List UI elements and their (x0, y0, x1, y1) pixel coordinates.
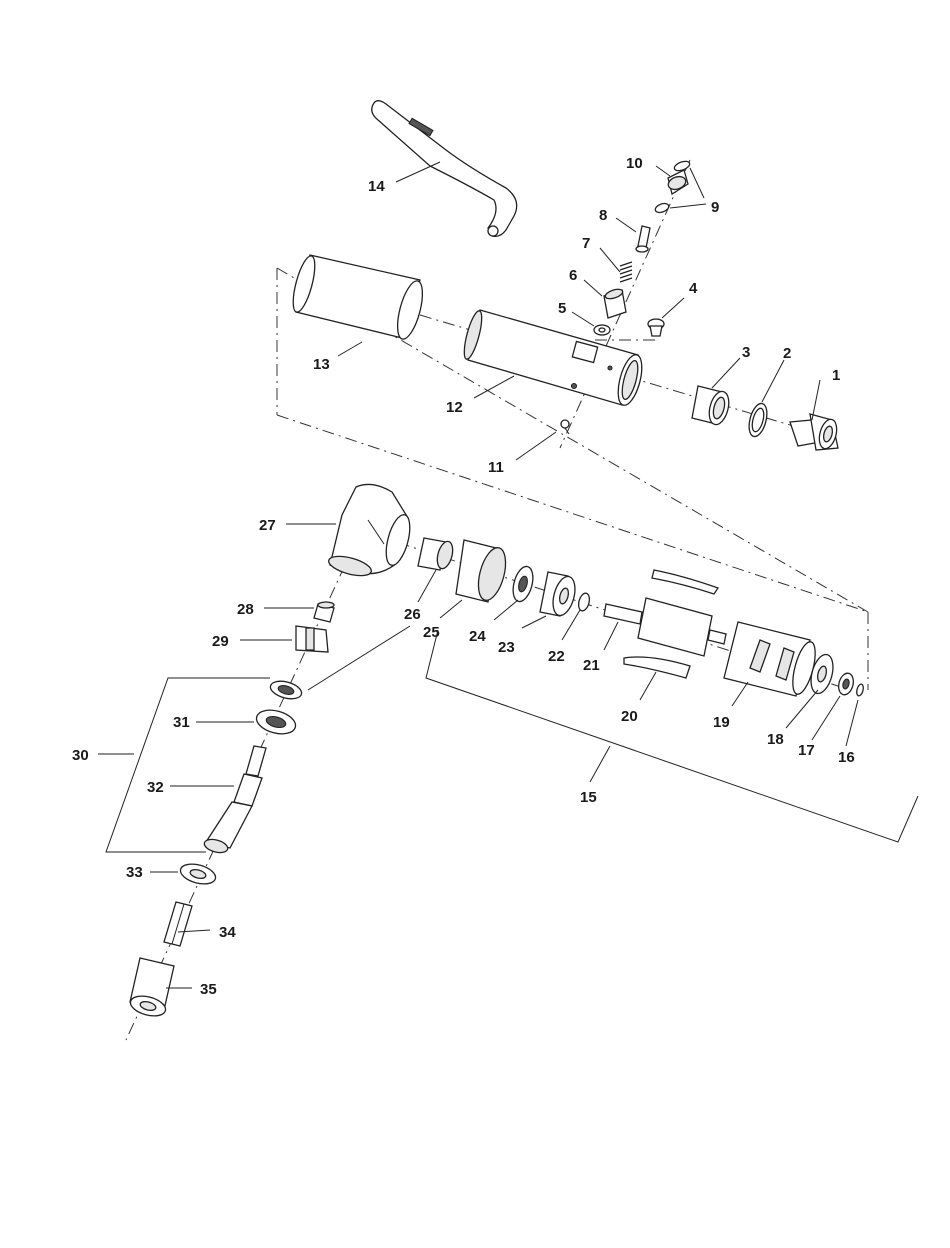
callout-5: 5 (558, 300, 566, 317)
bracket-30 (106, 678, 270, 852)
callout-32: 32 (147, 779, 164, 796)
callout-13: 13 (313, 356, 330, 373)
callout-12: 12 (446, 399, 463, 416)
valve-body-part-6 (604, 287, 626, 318)
spindle-part-32 (203, 746, 266, 855)
gear-part-29 (296, 626, 328, 652)
callout-22: 22 (548, 648, 565, 665)
nut-part-26 (418, 538, 455, 570)
callout-11: 11 (488, 459, 504, 476)
callout-16: 16 (838, 749, 855, 766)
rotor-part-21 (604, 598, 726, 656)
callout-31: 31 (173, 714, 190, 731)
callout-21: 21 (583, 657, 600, 674)
sleeve-part-13 (289, 254, 428, 342)
gasket-part-2 (746, 402, 770, 439)
cylinder-part-19 (724, 622, 820, 696)
bearing-part-31 (254, 706, 298, 738)
angle-head-part-27 (327, 484, 415, 579)
bearing-part-17 (836, 672, 855, 697)
valve-part-10 (666, 170, 688, 194)
lever-part-14 (372, 101, 517, 237)
callout-25: 25 (423, 624, 440, 641)
ring-part-22 (577, 592, 591, 612)
callout-34: 34 (219, 924, 236, 941)
vane-part-20b (652, 570, 718, 594)
spring-part-7 (620, 262, 632, 282)
callout-23: 23 (498, 639, 515, 656)
collet-nut-part-35 (128, 958, 174, 1019)
callout-15: 15 (580, 789, 597, 806)
assembly-axes (126, 160, 868, 1040)
callout-24: 24 (469, 628, 486, 645)
callout-3: 3 (742, 344, 750, 361)
callout-19: 19 (713, 714, 730, 731)
screw-part-11 (561, 420, 569, 434)
callout-1: 1 (832, 367, 840, 384)
callout-35: 35 (200, 981, 217, 998)
o-ring-part-9a (673, 160, 691, 173)
pin-part-8 (636, 226, 650, 252)
callout-27: 27 (259, 517, 276, 534)
ring-nut-part-25 (456, 540, 511, 603)
callout-33: 33 (126, 864, 143, 881)
bushing-part-28 (314, 602, 334, 622)
callout-2: 2 (783, 345, 791, 362)
callout-10: 10 (626, 155, 643, 172)
bearing-part-30 (268, 678, 303, 702)
plug-part-4 (648, 319, 664, 336)
inlet-fitting-part-1 (790, 414, 840, 451)
spacer-part-23 (540, 572, 579, 618)
clip-part-16 (856, 683, 865, 696)
callout-14: 14 (368, 178, 385, 195)
callout-4: 4 (689, 280, 698, 297)
callout-17: 17 (798, 742, 815, 759)
vane-part-20a (624, 657, 690, 678)
bushing-part-3 (692, 386, 732, 427)
callout-6: 6 (569, 267, 577, 284)
callout-20: 20 (621, 708, 638, 725)
callout-18: 18 (767, 731, 784, 748)
o-ring-part-9b (654, 202, 670, 214)
callout-8: 8 (599, 207, 607, 224)
callout-26: 26 (404, 606, 421, 623)
callout-7: 7 (582, 235, 590, 252)
bearing-part-24 (510, 564, 537, 603)
callout-29: 29 (212, 633, 229, 650)
callout-9: 9 (711, 199, 719, 216)
washer-part-33 (178, 861, 217, 888)
collet-part-34 (164, 902, 192, 946)
callout-30: 30 (72, 747, 89, 764)
washer-part-5 (594, 325, 610, 335)
callout-28: 28 (237, 601, 254, 618)
housing-part-12 (461, 309, 647, 407)
